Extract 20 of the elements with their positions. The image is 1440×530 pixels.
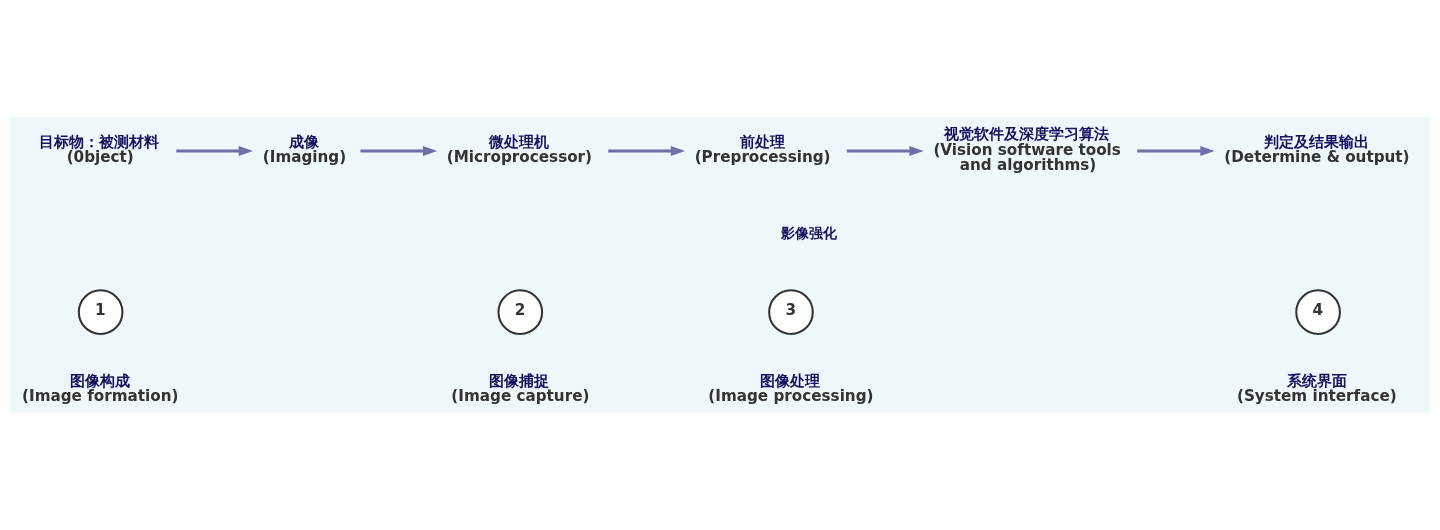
- arrow: [360, 145, 438, 156]
- node-text: 成像 (Imaging): [262, 132, 347, 167]
- node-text: 前处理 (Preprocessing): [694, 132, 831, 167]
- arrow: [1137, 145, 1215, 156]
- node-label: 图像捕捉: [489, 371, 550, 390]
- node-circle: 4: [1295, 289, 1341, 335]
- arrow: [608, 145, 686, 156]
- node-label: 图像构成: [69, 371, 130, 390]
- node-label: 图像处理: [760, 371, 821, 390]
- node-circle: 3: [768, 289, 814, 335]
- node-circle: 1: [77, 289, 124, 335]
- node-text: 判定及结果输出 (Determine & output): [1224, 132, 1410, 167]
- node-text: 目标物：被测材料 (0bject): [39, 132, 160, 167]
- arrow: [176, 145, 253, 156]
- label: 影像强化: [780, 225, 837, 242]
- node-text: 视觉软件及深度学习算法 (Vision software tools and algorithms): [933, 125, 1121, 174]
- arrow: [846, 145, 924, 156]
- node-label: 系统界面: [1287, 371, 1348, 390]
- node-circle: 2: [497, 289, 544, 335]
- node-text: 微处理机 (Microprocessor): [446, 132, 593, 167]
